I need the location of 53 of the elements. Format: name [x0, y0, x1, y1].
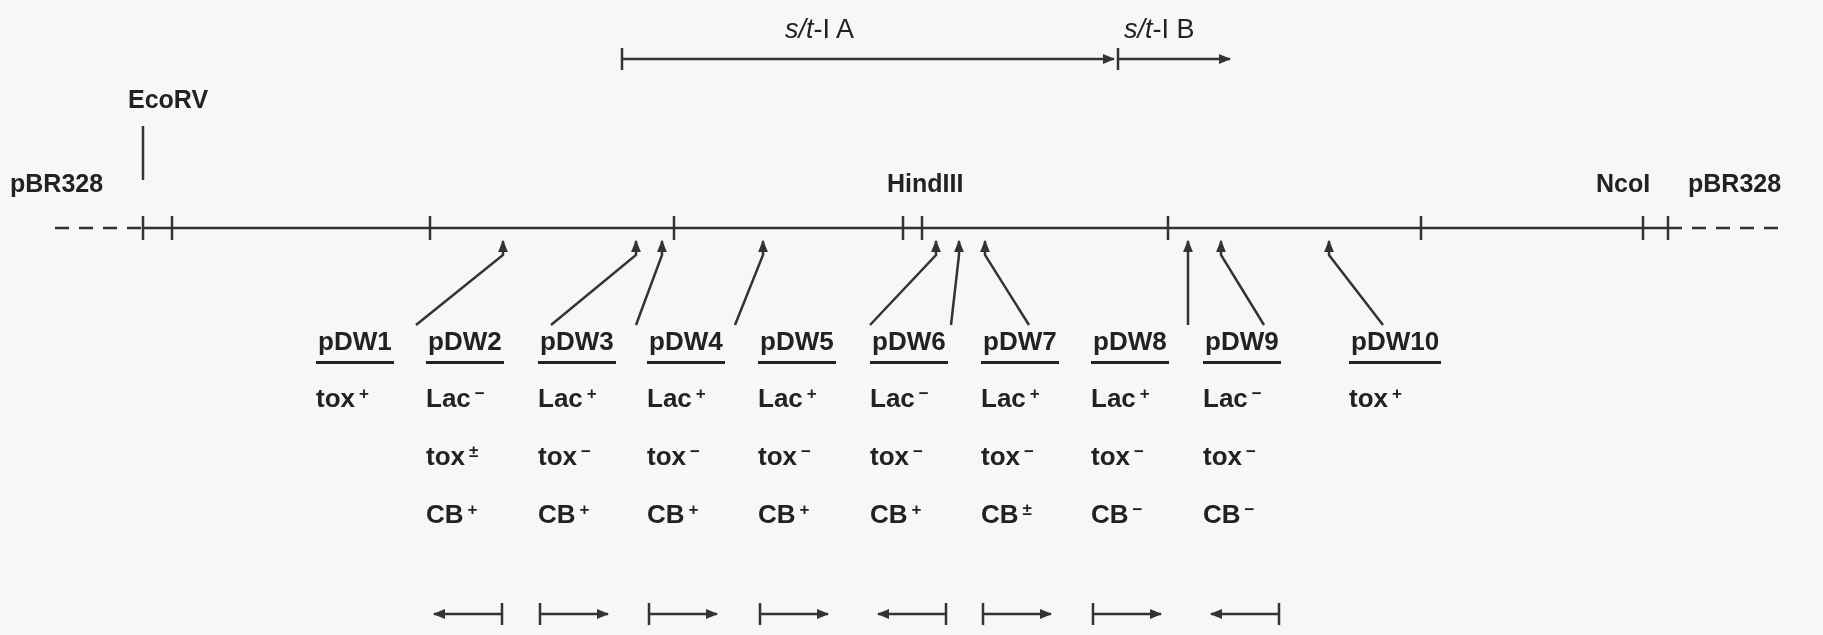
- phenotype-label: CB$^{+}$: [870, 498, 922, 530]
- restriction-site-label: NcoI: [1596, 168, 1651, 198]
- phenotype-label: tox$^{−}$: [870, 440, 923, 472]
- restriction-site-label: HindIII: [887, 168, 964, 198]
- phenotype-label: tox$^{−}$: [758, 440, 811, 472]
- plasmid-name: pDW4: [647, 325, 725, 364]
- plasmid-name: pDW8: [1091, 325, 1169, 364]
- plasmid-name: pDW3: [538, 325, 616, 364]
- phenotype-label: Lac$^{−}$: [426, 382, 485, 414]
- phenotype-label: CB$^{±}$: [981, 498, 1032, 530]
- vector-label: pBR328: [1688, 168, 1782, 198]
- vector-label: pBR328: [10, 168, 104, 198]
- plasmid-name: pDW9: [1203, 325, 1281, 364]
- phenotype-label: Lac$^{−}$: [1203, 382, 1262, 414]
- plasmid-name: pDW5: [758, 325, 836, 364]
- leader-arrow: [415, 239, 508, 326]
- restriction-site-label: EcoRV: [128, 84, 209, 114]
- phenotype-label: Lac$^{+}$: [538, 382, 597, 414]
- phenotype-label: CB$^{+}$: [647, 498, 699, 530]
- plasmid-name: pDW2: [426, 325, 504, 364]
- gene-label: s/t-I B: [1124, 14, 1195, 44]
- phenotype-label: tox$^{±}$: [426, 440, 479, 472]
- phenotype-label: CB$^{+}$: [538, 498, 590, 530]
- phenotype-label: CB$^{−}$: [1091, 498, 1143, 530]
- phenotype-label: tox$^{−}$: [981, 440, 1034, 472]
- phenotype-label: CB$^{−}$: [1203, 498, 1255, 530]
- leader-arrow: [550, 239, 641, 326]
- phenotype-label: Lac$^{+}$: [1091, 382, 1150, 414]
- leader-arrow: [1183, 239, 1193, 325]
- phenotype-label: Lac$^{+}$: [647, 382, 706, 414]
- plasmid-name: pDW7: [981, 325, 1059, 364]
- leader-arrow: [634, 239, 667, 326]
- leader-arrow: [1216, 239, 1266, 326]
- phenotype-label: tox$^{+}$: [316, 382, 369, 414]
- leader-arrow: [733, 239, 768, 326]
- leader-arrow: [980, 239, 1031, 326]
- phenotype-label: tox$^{−}$: [647, 440, 700, 472]
- phenotype-label: tox$^{−}$: [1203, 440, 1256, 472]
- plasmid-name: pDW10: [1349, 325, 1442, 364]
- phenotype-label: Lac$^{+}$: [981, 382, 1040, 414]
- phenotype-label: tox$^{−}$: [1091, 440, 1144, 472]
- phenotype-label: CB$^{+}$: [758, 498, 810, 530]
- leader-arrow: [949, 239, 964, 326]
- gene-label: s/t-I A: [785, 14, 855, 44]
- leader-arrow: [1324, 239, 1384, 326]
- phenotype-label: Lac$^{+}$: [758, 382, 817, 414]
- phenotype-label: tox$^{+}$: [1349, 382, 1402, 414]
- plasmid-name: pDW6: [870, 325, 948, 364]
- phenotype-label: tox$^{−}$: [538, 440, 591, 472]
- phenotype-label: CB$^{+}$: [426, 498, 478, 530]
- plasmid-name: pDW1: [316, 325, 394, 364]
- phenotype-label: Lac$^{−}$: [870, 382, 929, 414]
- leader-arrow: [869, 239, 941, 326]
